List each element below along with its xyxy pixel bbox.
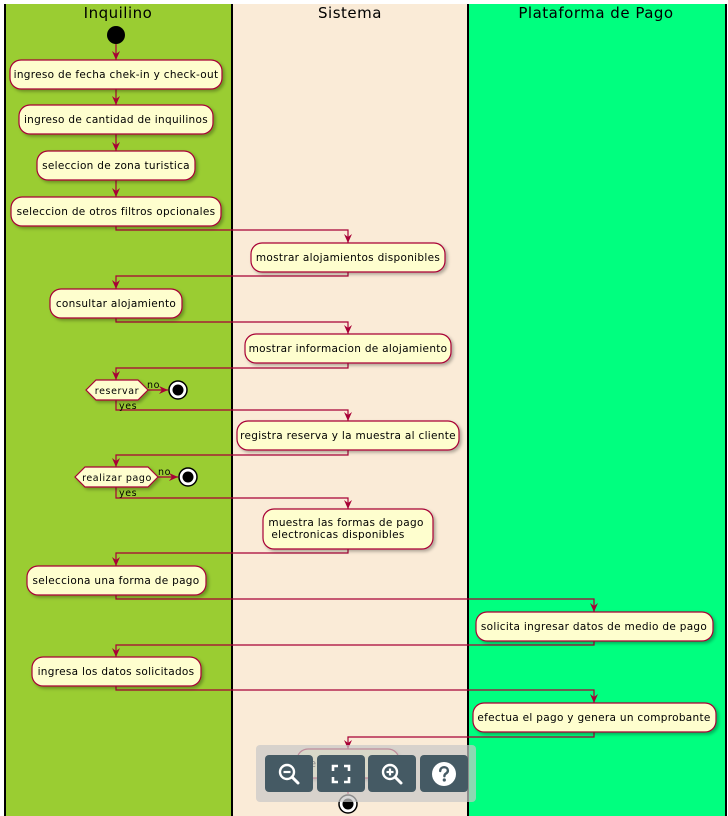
activity-label: ingresa los datos solicitados <box>38 666 195 678</box>
activity-label: ingreso de fecha chek-in y check-out <box>14 69 219 81</box>
activity-label: seleccion de zona turistica <box>42 160 190 172</box>
zoom-in-icon <box>381 763 403 784</box>
activity-node: mostrar informacion de alojamiento <box>244 333 452 364</box>
start-node <box>107 26 125 44</box>
activity-label: mostrar alojamientos disponibles <box>256 252 440 264</box>
activity-node: solicita ingresar datos de medio de pago <box>475 611 714 642</box>
activity-label: registra reserva y la muestra al cliente <box>240 430 456 442</box>
activity-node: seleccion de zona turistica <box>36 150 196 181</box>
activity-node: registra reserva y la muestra al cliente <box>236 420 460 451</box>
activity-label: seleccion de otros filtros opcionales <box>17 206 216 218</box>
activity-label: selecciona una forma de pago <box>32 575 199 587</box>
activity-label: mostrar informacion de alojamiento <box>249 343 448 355</box>
branch-label-no: no <box>158 467 171 478</box>
fullscreen-button[interactable] <box>317 755 365 792</box>
branch-label-yes: yes <box>119 401 137 412</box>
fullscreen-icon <box>331 764 351 783</box>
end-node <box>168 380 188 400</box>
activity-node: selecciona una forma de pago <box>26 565 207 596</box>
zoom-in-button[interactable] <box>368 755 416 792</box>
activity-node: ingresa los datos solicitados <box>31 656 202 687</box>
lane-title-sistema: Sistema <box>318 4 382 22</box>
activity-node: consultar alojamiento <box>49 288 183 319</box>
help-button[interactable] <box>420 755 468 792</box>
zoom-out-button[interactable] <box>265 755 313 792</box>
lane-title-inquilino: Inquilino <box>84 4 153 22</box>
decision-label: reservar <box>95 386 139 397</box>
branch-label-yes: yes <box>119 488 137 499</box>
activity-label: ingreso de cantidad de inquilinos <box>24 114 208 126</box>
activity-label: solicita ingresar datos de medio de pago <box>481 621 707 633</box>
flow-connectors <box>112 44 598 794</box>
activity-node: ingreso de fecha chek-in y check-out <box>9 59 223 90</box>
activity-label: electronicas disponibles <box>271 529 404 541</box>
lane-plataforma-bg <box>468 4 726 816</box>
decision-node: reservar <box>85 379 149 401</box>
decision-node: realizar pago <box>74 466 159 488</box>
decision-label: realizar pago <box>82 473 152 484</box>
activity-label: consultar alojamiento <box>56 298 176 310</box>
end-node <box>178 467 198 487</box>
branch-label-no: no <box>147 380 160 391</box>
activity-label: efectua el pago y genera un comprobante <box>477 712 710 724</box>
activity-node: mostrar alojamientos disponibles <box>250 242 446 273</box>
lane-title-plataforma: Plataforma de Pago <box>518 4 673 22</box>
activity-node: efectua el pago y genera un comprobante <box>472 702 717 733</box>
activity-node: ingreso de cantidad de inquilinos <box>18 104 214 135</box>
activity-label: muestra las formas de pago <box>268 517 423 529</box>
activity-node: muestra las formas de pago electronicas … <box>262 508 434 550</box>
help-icon <box>432 761 456 786</box>
activity-node: seleccion de otros filtros opcionales <box>10 196 222 227</box>
zoom-out-icon <box>278 763 300 784</box>
zoom-toolbar <box>256 745 476 802</box>
